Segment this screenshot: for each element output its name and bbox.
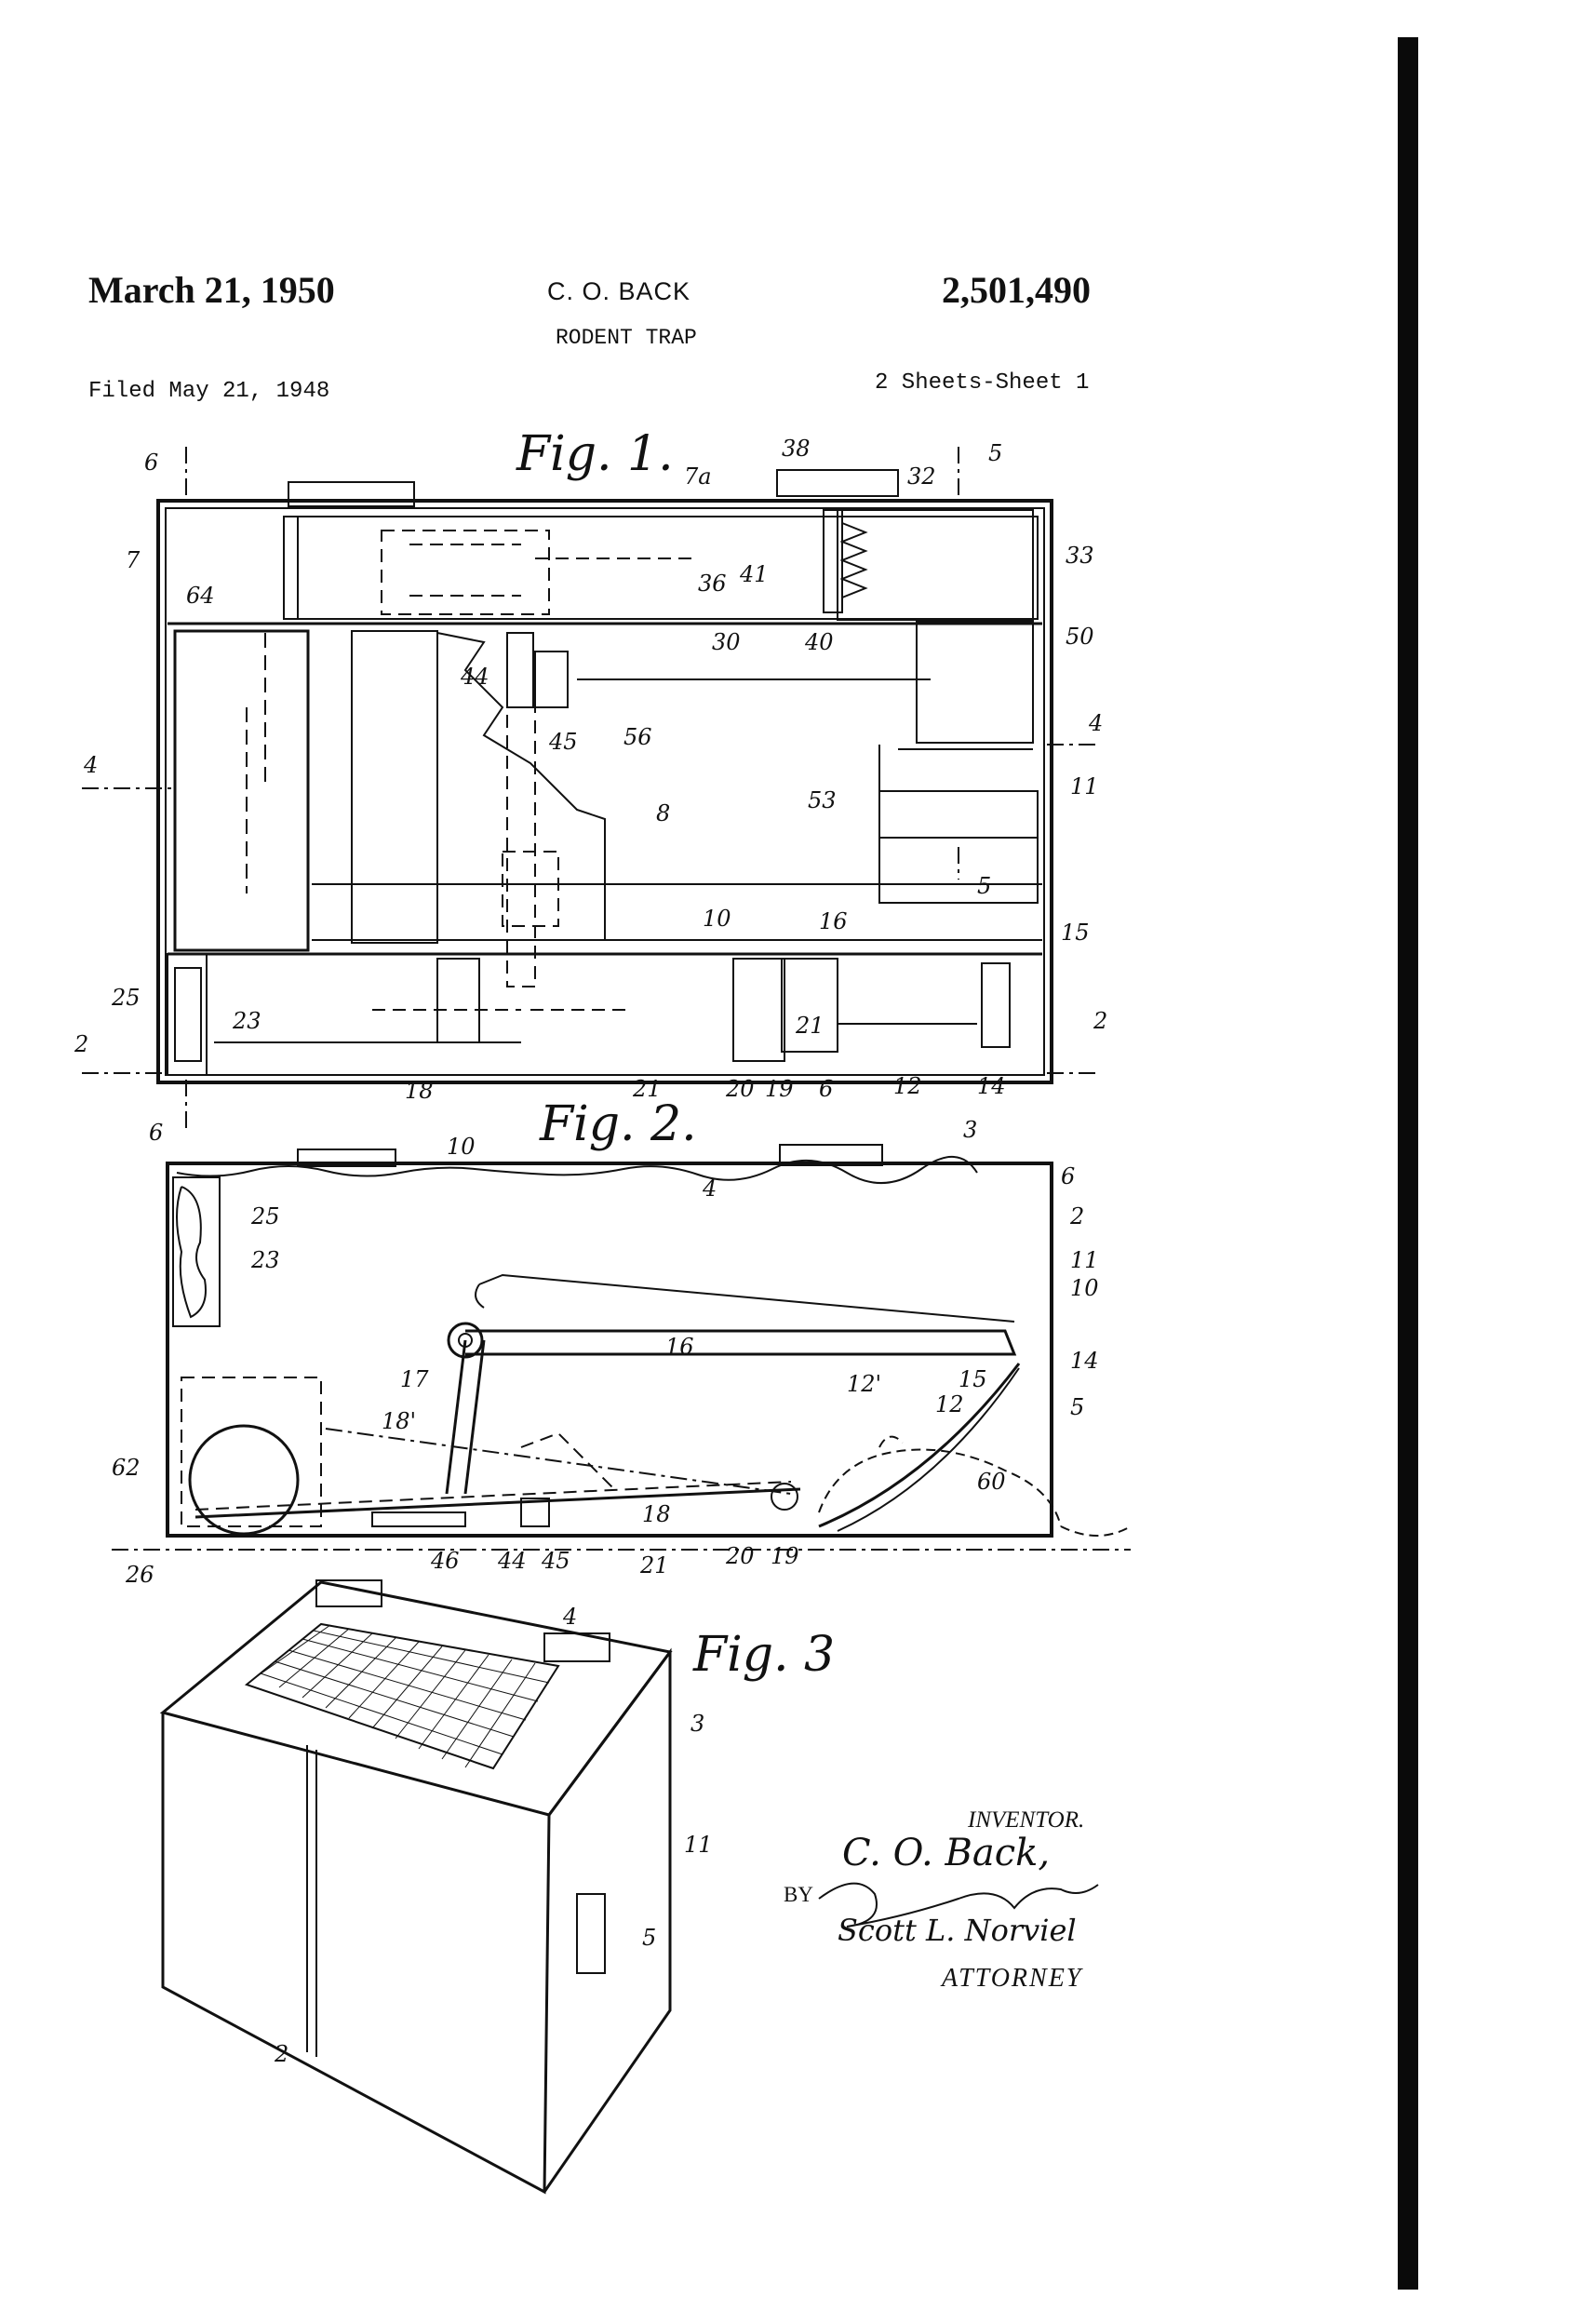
svg-text:10: 10 (1070, 1275, 1099, 1301)
svg-text:5: 5 (642, 1925, 656, 1951)
svg-text:21: 21 (795, 1013, 825, 1039)
svg-text:19: 19 (765, 1076, 794, 1102)
svg-text:30: 30 (712, 629, 741, 655)
svg-text:16: 16 (665, 1334, 694, 1360)
svg-text:25: 25 (111, 985, 141, 1011)
svg-text:3: 3 (690, 1711, 704, 1737)
svg-text:11: 11 (1070, 773, 1099, 799)
svg-text:44: 44 (460, 664, 489, 690)
patent-date: March 21, 1950 (88, 269, 335, 311)
svg-text:19: 19 (771, 1543, 799, 1569)
svg-text:41: 41 (739, 561, 769, 587)
svg-text:5: 5 (1070, 1394, 1084, 1420)
svg-text:10: 10 (703, 906, 731, 932)
svg-text:4: 4 (83, 752, 98, 778)
inventor-caption: INVENTOR. (968, 1807, 1085, 1833)
svg-text:8: 8 (656, 800, 670, 826)
fig1-title: Fig. 1. (516, 426, 674, 482)
scan-edge-bar (1398, 37, 1418, 2290)
svg-text:20: 20 (725, 1543, 755, 1569)
attorney-signature-stroke (818, 1882, 1099, 1928)
svg-text:21: 21 (639, 1552, 669, 1578)
svg-text:50: 50 (1066, 624, 1094, 650)
svg-text:17: 17 (400, 1366, 429, 1392)
sheet-indicator: 2 Sheets-Sheet 1 (875, 370, 1090, 396)
fig3-labels: 4 3 11 5 2 (274, 1604, 713, 2067)
inventor-header: C. O. BACK (547, 277, 691, 305)
svg-text:25: 25 (250, 1203, 280, 1229)
svg-text:33: 33 (1066, 543, 1094, 569)
fig2-title: Fig. 2. (539, 1096, 697, 1152)
svg-text:36: 36 (698, 571, 727, 597)
svg-text:11: 11 (684, 1832, 713, 1858)
svg-text:60: 60 (977, 1469, 1006, 1495)
patent-title: RODENT TRAP (556, 326, 697, 350)
fig3-title: Fig. 3 (692, 1627, 835, 1683)
fig2-labels: 10 3 4 6 2 25 23 11 10 17 16 12' 15 14 1… (112, 1117, 1099, 1588)
svg-text:6: 6 (1061, 1163, 1075, 1189)
svg-text:6: 6 (149, 1120, 163, 1146)
svg-text:2: 2 (1093, 1008, 1107, 1034)
svg-text:5: 5 (988, 440, 1002, 466)
svg-text:64: 64 (186, 583, 215, 609)
svg-text:40: 40 (804, 629, 834, 655)
svg-text:56: 56 (623, 724, 652, 750)
svg-text:4: 4 (702, 1175, 717, 1202)
svg-text:32: 32 (907, 463, 936, 490)
svg-text:7: 7 (126, 547, 141, 573)
svg-text:4: 4 (1088, 710, 1103, 736)
svg-text:18: 18 (642, 1501, 671, 1527)
svg-text:12: 12 (893, 1073, 922, 1099)
attorney-caption: ATTORNEY (942, 1964, 1083, 1993)
svg-text:26: 26 (125, 1562, 154, 1588)
svg-text:46: 46 (430, 1548, 460, 1574)
svg-text:2: 2 (274, 2041, 288, 2067)
svg-text:2: 2 (1069, 1203, 1084, 1229)
svg-text:23: 23 (250, 1247, 280, 1273)
svg-text:12: 12 (935, 1391, 964, 1417)
svg-text:6: 6 (144, 450, 158, 476)
svg-text:18: 18 (405, 1078, 434, 1104)
svg-text:45: 45 (541, 1548, 570, 1574)
svg-text:14: 14 (1070, 1348, 1099, 1374)
svg-text:45: 45 (548, 729, 578, 755)
svg-text:20: 20 (725, 1076, 755, 1102)
svg-text:14: 14 (977, 1073, 1006, 1099)
patent-number: 2,501,490 (942, 269, 1091, 311)
fig3-drawing (159, 1579, 673, 2195)
svg-text:53: 53 (808, 787, 837, 813)
svg-text:11: 11 (1070, 1247, 1099, 1273)
inventor-signature: C. O. Back, (842, 1832, 1051, 1874)
filed-date: Filed May 21, 1948 (88, 379, 330, 404)
svg-text:44: 44 (497, 1548, 527, 1574)
svg-text:6: 6 (819, 1076, 833, 1102)
svg-text:12': 12' (847, 1371, 881, 1397)
svg-text:3: 3 (963, 1117, 977, 1143)
svg-text:21: 21 (632, 1076, 662, 1102)
fig1-labels: 6 5 38 7a 32 7 33 64 36 41 30 40 50 44 4… (74, 436, 1107, 1146)
fig2-drawing (112, 1144, 1132, 1551)
svg-text:38: 38 (782, 436, 811, 462)
svg-text:62: 62 (112, 1455, 141, 1481)
svg-text:15: 15 (1061, 920, 1090, 946)
by-label: BY (784, 1883, 813, 1906)
svg-text:2: 2 (74, 1031, 88, 1057)
svg-text:23: 23 (232, 1008, 261, 1034)
svg-text:4: 4 (562, 1604, 577, 1630)
svg-text:15: 15 (959, 1366, 987, 1392)
fig1-drawing (82, 447, 1098, 1131)
svg-text:5: 5 (977, 873, 991, 899)
svg-text:18': 18' (382, 1408, 416, 1434)
svg-text:10: 10 (447, 1134, 476, 1160)
attorney-signature: Scott L. Norviel (838, 1913, 1077, 1948)
svg-text:7a: 7a (684, 463, 712, 490)
svg-text:16: 16 (819, 908, 848, 934)
